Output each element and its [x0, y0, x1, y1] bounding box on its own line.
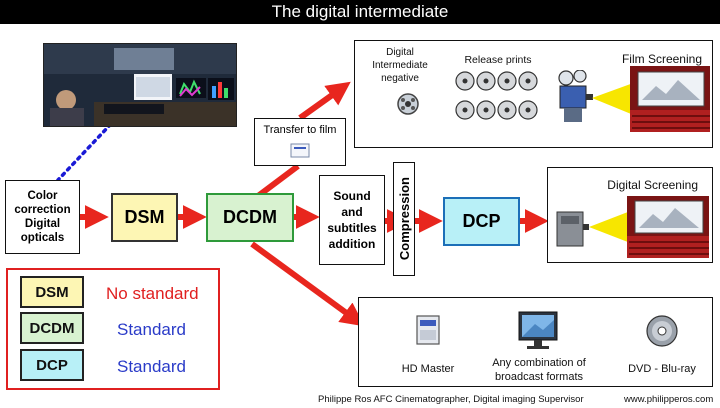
color-correction-line-2: correction: [14, 204, 71, 216]
dvd-bluray-label: DVD - Blu-ray: [628, 363, 696, 375]
negative-label-line-1: Digital: [386, 47, 414, 58]
sound-line-2: and: [341, 205, 363, 219]
legend-swatch-dcp: DCP: [20, 349, 84, 381]
grading-suite-photo: [43, 43, 237, 127]
sound-line-1: Sound: [333, 189, 371, 203]
legend-status-dcdm: Standard: [117, 320, 186, 339]
color-correction-line-4: opticals: [20, 232, 65, 244]
dvd-disc-icon: [646, 315, 678, 347]
arrow-transfer-to-film: [298, 81, 351, 121]
legend-status-dcp: Standard: [117, 357, 186, 376]
negative-label-line-2: Intermediate: [372, 60, 428, 71]
legend-swatch-dcdm: DCDM: [20, 312, 84, 344]
dcp-label: DCP: [462, 211, 501, 231]
broadcast-label-line-2: broadcast formats: [494, 371, 584, 383]
dcdm-label: DCDM: [223, 207, 277, 227]
footer-url: www.philipperos.com: [624, 394, 714, 405]
transfer-to-film-label: Transfer to film: [263, 124, 337, 136]
release-prints-label: Release prints: [464, 54, 532, 66]
arrow-dcdm-to-formats: [250, 241, 365, 327]
negative-label: Digital Intermediate negative: [364, 46, 436, 85]
digital-screening-theater: [556, 196, 709, 258]
negative-label-line-3: negative: [381, 73, 419, 84]
footer: [0, 391, 720, 408]
film-screening-label: Film Screening: [621, 52, 702, 66]
legend-name-dsm: DSM: [35, 283, 69, 301]
negative-reel-icon: [397, 93, 419, 115]
film-screening-theater: [592, 66, 710, 132]
hd-master-label: HD Master: [401, 363, 455, 375]
compression-label: Compression: [396, 177, 412, 261]
legend-name-dcdm: DCDM: [29, 319, 75, 337]
sound-line-4: addition: [328, 237, 376, 251]
arrow-dcdm-to-transfer: [256, 163, 300, 199]
dcp-box: DCP: [443, 197, 520, 246]
broadcast-tv-icon: [518, 311, 558, 349]
legend-swatch-dsm: DSM: [20, 276, 84, 308]
legend-name-dcp: DCP: [36, 356, 68, 374]
film-projector-icon: [558, 70, 593, 122]
broadcast-label-line-1: Any combination of: [492, 357, 586, 369]
film-recorder-icon: [290, 143, 310, 158]
hd-master-tape-icon: [416, 315, 440, 345]
color-correction-line-3: Digital: [24, 218, 61, 230]
release-prints-reels: [455, 71, 538, 120]
dsm-box: DSM: [111, 193, 178, 242]
color-correction-line-1: Color: [27, 190, 58, 202]
diagram-title: The digital intermediate: [0, 0, 720, 24]
transfer-to-film-box: Transfer to film: [254, 118, 346, 166]
sound-line-3: subtitles: [327, 221, 377, 235]
color-correction-box: Color correction Digital opticals: [5, 180, 80, 254]
broadcast-label: Any combination of broadcast formats: [482, 356, 596, 384]
legend-status-dsm: No standard: [106, 284, 199, 303]
sound-subtitles-box: Sound and subtitles addition: [319, 175, 385, 265]
dcdm-box: DCDM: [206, 193, 294, 242]
compression-box: Compression: [393, 162, 415, 276]
digital-screening-label: Digital Screening: [607, 178, 698, 192]
footer-credit: Philippe Ros AFC Cinematographer, Digita…: [318, 394, 584, 405]
dsm-label: DSM: [124, 207, 165, 227]
